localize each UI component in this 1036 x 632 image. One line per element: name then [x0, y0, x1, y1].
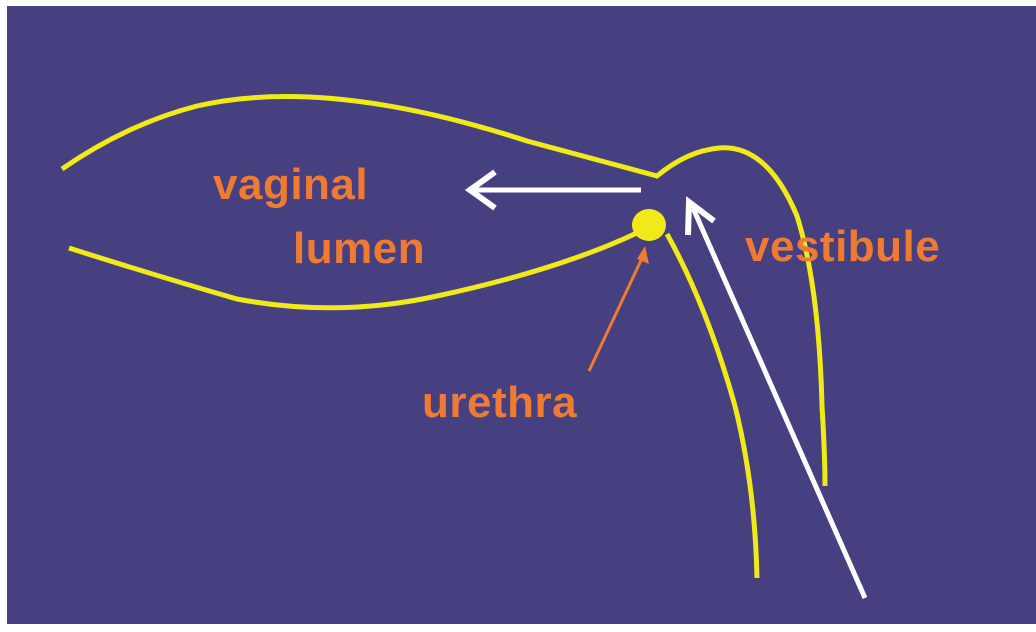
- label-urethra: urethra: [422, 378, 577, 427]
- label-vestibule: vestibule: [745, 222, 940, 271]
- vestibule-anterior-wall: [667, 234, 757, 578]
- urethra-pointer: [589, 246, 649, 371]
- vaginal-upper-wall: [62, 97, 825, 486]
- label-vaginal: vaginal: [213, 160, 368, 209]
- label-lumen: lumen: [293, 224, 425, 273]
- lumen-direction-arrow: [470, 172, 641, 208]
- anatomy-diagram: vaginal lumen vestibule urethra: [7, 6, 1036, 624]
- urethra-marker: [632, 209, 666, 241]
- diagram-panel: vaginal lumen vestibule urethra: [7, 6, 1036, 624]
